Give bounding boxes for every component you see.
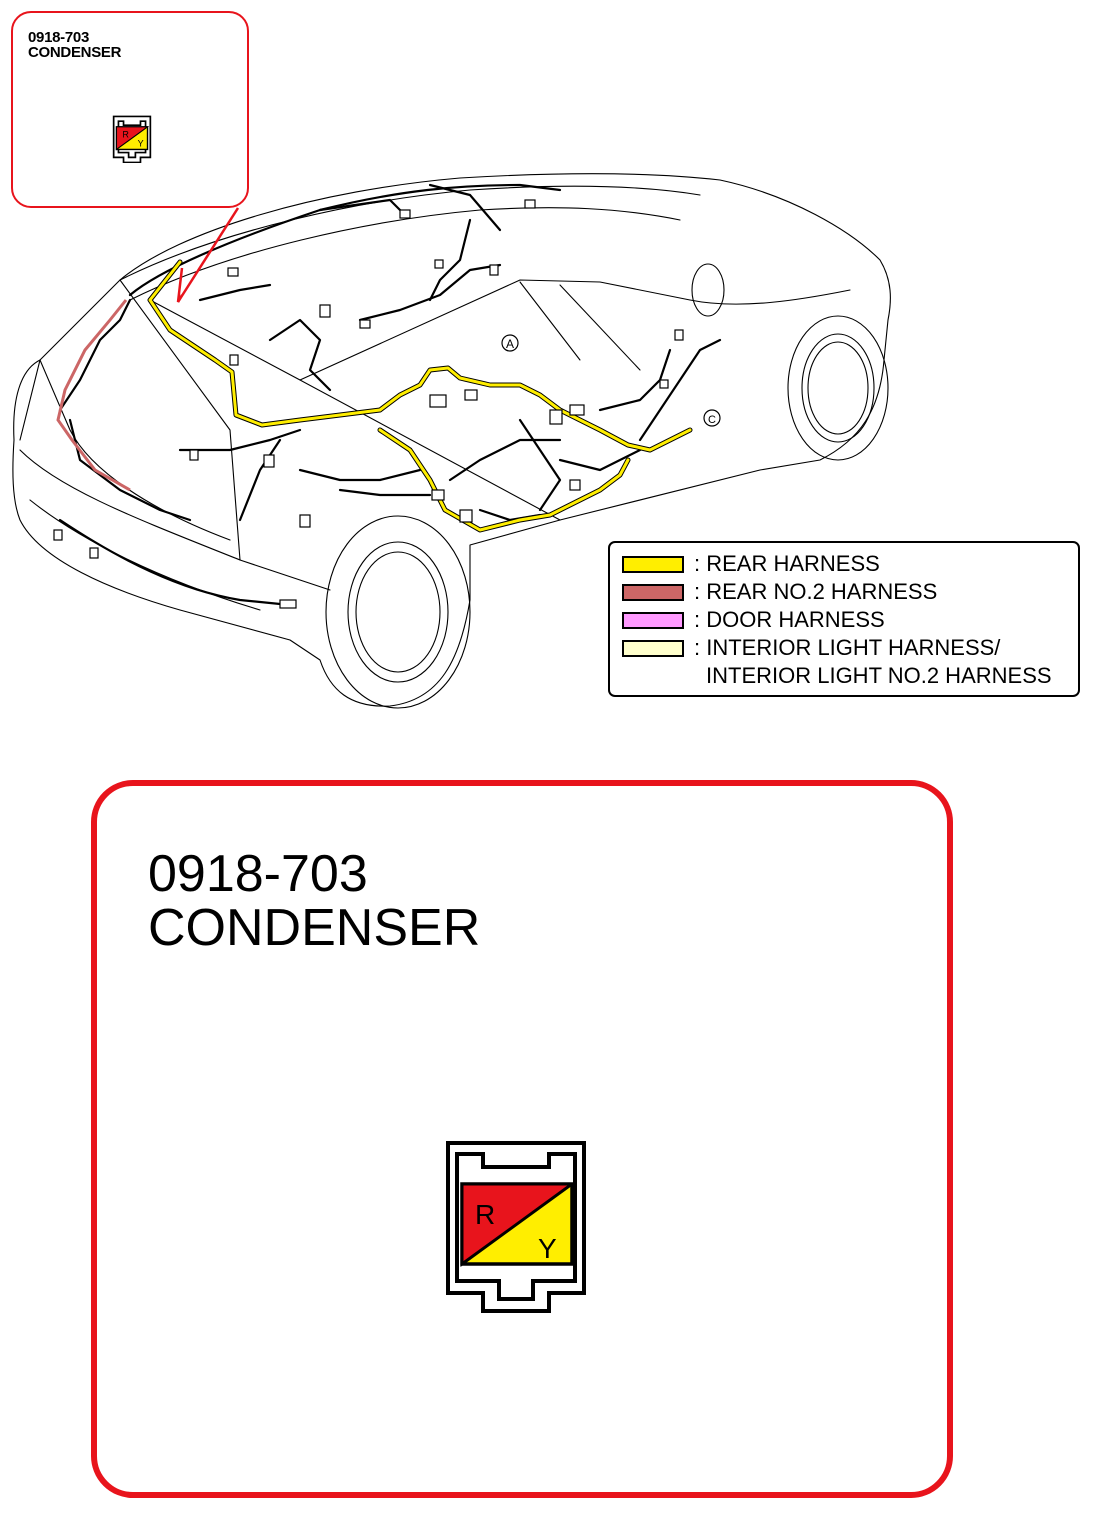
legend-label-rear-no2: : REAR NO.2 HARNESS [694, 579, 938, 604]
legend-label-interior: : INTERIOR LIGHT HARNESS/ [694, 635, 1001, 660]
legend-swatch-door [622, 612, 684, 629]
legend-label-rear: : REAR HARNESS [694, 551, 880, 576]
main-connector-callout [91, 780, 953, 1498]
marker-a: A [506, 337, 514, 351]
svg-text:R: R [122, 130, 129, 140]
main-connector-code: 0918-703 [148, 845, 368, 903]
legend-label-interior-continuation: INTERIOR LIGHT NO.2 HARNESS [706, 663, 1052, 688]
legend-swatch-rear-no2 [622, 584, 684, 601]
front-wheel [787, 315, 889, 461]
inset-callout [11, 11, 249, 208]
marker-c: C [708, 414, 716, 426]
inset-connector-icon: R Y [112, 115, 152, 163]
svg-text:Y: Y [138, 139, 144, 149]
inset-connector-name: CONDENSER [28, 44, 122, 61]
legend-swatch-interior [622, 640, 684, 657]
legend-label-door: : DOOR HARNESS [694, 607, 885, 632]
inset-connector-code: 0918-703 [28, 29, 89, 46]
pin-r [460, 1182, 577, 1267]
main-connector-icon: R Y [446, 1141, 586, 1313]
car-wiring-diagram: A C [12, 173, 891, 709]
pin-y-label: Y [538, 1233, 557, 1264]
main-connector-name: CONDENSER [148, 899, 481, 957]
leader-line [176, 207, 240, 303]
pin-r-label: R [475, 1199, 495, 1230]
car-body-outline [12, 173, 891, 707]
rear-wheel [325, 515, 471, 709]
legend-swatch-rear [622, 556, 684, 573]
harness-legend: : REAR HARNESS : REAR NO.2 HARNESS : DOO… [608, 541, 1080, 697]
